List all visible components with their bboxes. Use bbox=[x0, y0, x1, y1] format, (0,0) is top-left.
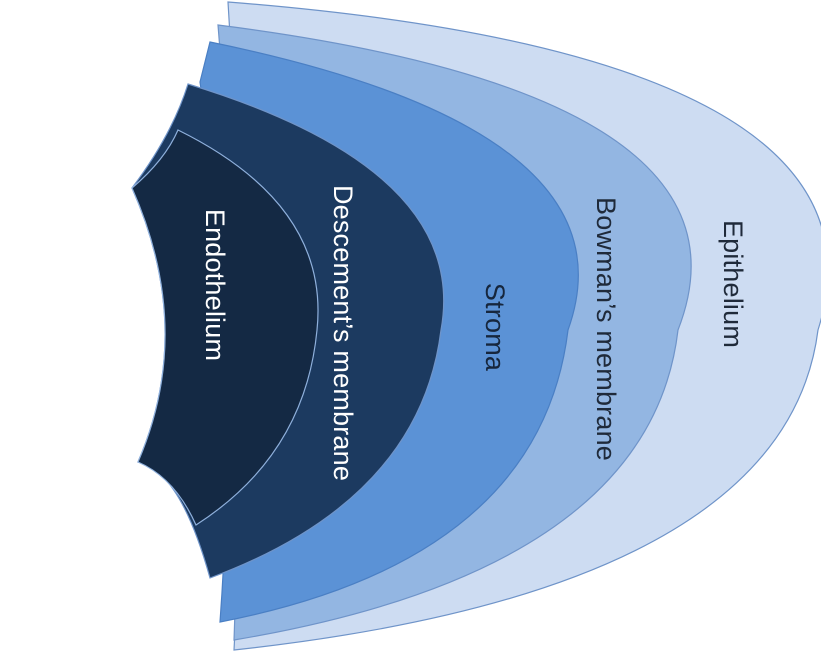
layer-epithelium-label: Epithelium bbox=[718, 220, 748, 348]
layer-endothelium-shape bbox=[131, 129, 319, 526]
layer-descemets-membrane-label: Descement’s membrane bbox=[328, 185, 358, 481]
layer-stroma-label: Stroma bbox=[480, 283, 510, 372]
layer-bowmans-membrane-label: Bowman’s membrane bbox=[591, 197, 621, 461]
layer-endothelium-label: Endothelium bbox=[200, 209, 230, 361]
